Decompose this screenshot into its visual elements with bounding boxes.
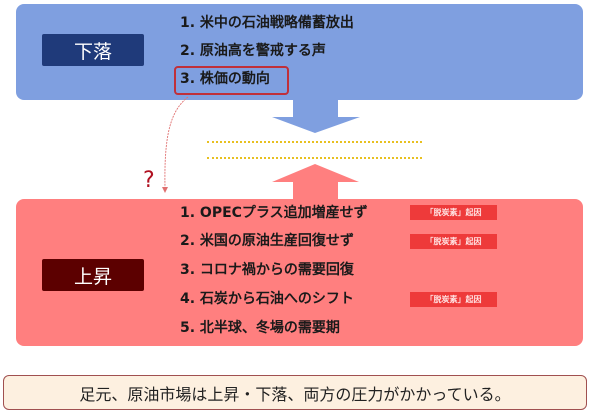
up-item-3: 3. コロナ禍からの需要回復	[180, 262, 354, 278]
down-item-3: 3. 株価の動向	[180, 71, 270, 87]
downward-factors-panel: 下落 1. 米中の石油戦略備蓄放出 2. 原油高を警戒する声 3. 株価の動向	[16, 4, 583, 100]
decarbonization-tag: 「脱炭素」起因	[410, 292, 497, 307]
upward-label: 上昇	[42, 259, 144, 291]
up-arrow-icon	[272, 164, 359, 200]
upward-factors-panel: 上昇 1. OPECプラス追加増産せず 「脱炭素」起因 2. 米国の原油生産回復…	[16, 199, 583, 346]
decarbonization-tag: 「脱炭素」起因	[410, 234, 497, 249]
downward-label: 下落	[42, 34, 144, 66]
up-item-4: 4. 石炭から石油へのシフト	[180, 291, 354, 307]
equilibrium-line-top	[207, 141, 422, 143]
down-item-1: 1. 米中の石油戦略備蓄放出	[180, 15, 354, 31]
up-item-2: 2. 米国の原油生産回復せず	[180, 233, 354, 249]
up-item-1: 1. OPECプラス追加増産せず	[180, 205, 368, 221]
up-item-5: 5. 北半球、冬場の需要期	[180, 320, 340, 336]
decarbonization-tag: 「脱炭素」起因	[410, 205, 497, 220]
connector-curve-arrow-icon	[162, 96, 189, 193]
down-item-2: 2. 原油高を警戒する声	[180, 43, 326, 59]
conclusion-box: 足元、原油市場は上昇・下落、両方の圧力がかかっている。	[3, 375, 587, 410]
equilibrium-line-bottom	[207, 157, 422, 159]
question-mark: ?	[143, 168, 155, 193]
conclusion-text: 足元、原油市場は上昇・下落、両方の圧力がかかっている。	[79, 384, 511, 404]
down-arrow-icon	[272, 100, 360, 133]
highlight-box	[174, 66, 289, 95]
